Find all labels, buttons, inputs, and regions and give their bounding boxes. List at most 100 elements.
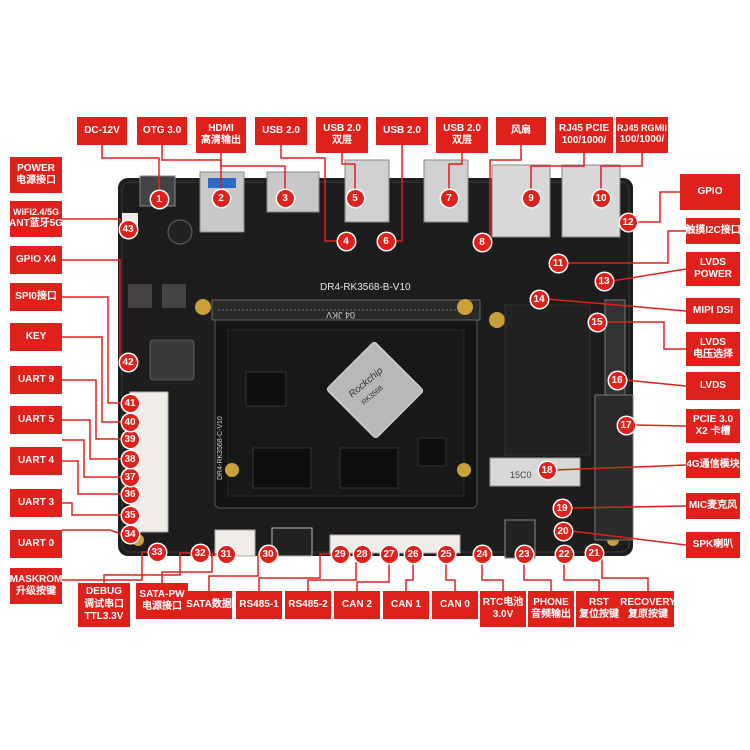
label-uart3: UART 3 [10,489,62,517]
label-rs4851: RS485-1 [236,591,282,619]
leader-line-32 [103,552,191,583]
label-line: CAN 2 [341,598,372,610]
leader-line-8 [489,145,522,242]
callout-number-35: 35 [121,506,139,524]
leader-line-1 [101,145,160,190]
silkscreen-core: DR4-RK3568-C-V10 [217,416,224,480]
label-line: 双层 [452,135,472,146]
label-uart9: UART 9 [10,366,62,394]
leader-line-19 [569,505,687,509]
hdmi-port [266,171,320,213]
sata-conn [271,527,313,557]
label-line: PHONE [533,596,569,608]
label-line: 3.0V [492,609,514,620]
label-usb20c: USB 2.0 [376,117,428,145]
label-line: MIPI DSI [692,304,733,316]
label-line: UART 4 [17,454,55,466]
leader-line-23 [523,562,552,591]
label-line: CAN 0 [439,598,470,610]
leader-line-18 [554,464,687,471]
label-line: SPI0接口 [15,290,57,302]
callout-number-3: 3 [276,189,294,207]
emmc-chip [245,371,287,407]
callout-number-34: 34 [121,525,139,543]
label-line: CAN 1 [390,598,421,610]
callout-number-26: 26 [404,545,422,563]
soc-chip [326,341,424,439]
callout-number-24: 24 [473,545,491,563]
label-dc12v: DC-12V [77,117,127,145]
module-mark: 04 JKV [326,310,355,320]
callout-number-31: 31 [217,545,235,563]
label-line: ANT蓝牙5G [9,218,63,230]
leader-line-20 [570,530,687,546]
leader-line-42 [62,259,121,362]
callout-number-21: 21 [585,544,603,562]
leader-line-27 [356,562,390,591]
label-line: UART 5 [17,413,55,425]
callout-number-29: 29 [331,545,349,563]
mount-hole [457,299,473,315]
rj45-1 [491,164,551,238]
label-line: RST [589,596,609,608]
label-line: PCIE 3.0 [692,413,734,425]
label-line: POWER [17,162,55,174]
label-line: DC-12V [84,124,120,136]
label-line: USB 2.0 [323,122,361,134]
label-uart4: UART 4 [10,447,62,475]
mount-hole [225,463,239,477]
label-otg30: OTG 3.0 [137,117,187,145]
label-line: 复位按键 [579,609,619,620]
label-line: UART 9 [17,373,55,385]
callout-number-14: 14 [530,290,548,308]
label-can2: CAN 2 [334,591,380,619]
label-lvds: LVDS [686,372,740,400]
label-line: SATA数据 [186,598,232,610]
label-line: SPK喇叭 [692,538,734,550]
label-can0: CAN 0 [432,591,478,619]
inductor-2 [162,284,186,308]
pmic-chip [417,437,447,467]
label-line: MIC麦克风 [688,499,738,511]
label-line: KEY [25,330,47,342]
leader-line-37 [62,439,121,478]
usb3-tongue [208,178,236,188]
label-line: 4G通信模块 [686,458,740,470]
label-line: OTG 3.0 [142,124,182,136]
leader-line-4 [280,145,338,242]
callout-number-39: 39 [121,430,139,448]
leader-line-5 [341,153,356,190]
callout-number-32: 32 [191,544,209,562]
callout-number-25: 25 [437,545,455,563]
label-line: 电压选择 [693,349,733,360]
label-line: LVDS [700,379,726,391]
callout-number-17: 17 [617,416,635,434]
leader-line-26 [405,562,414,591]
label-line: RJ45 PCIE [558,122,610,134]
label-line: DEBUG [85,586,123,598]
callout-number-16: 16 [608,371,626,389]
callout-number-22: 22 [555,545,573,563]
leader-line-12 [636,191,680,223]
callout-number-5: 5 [346,189,364,207]
label-line: 升级按键 [16,586,56,597]
leader-line-40 [62,336,121,423]
leader-line-11 [566,230,686,264]
label-touch: 触摸I2C接口 [685,218,741,244]
label-uart0: UART 0 [10,530,62,558]
label-line: 100/1000/ [619,134,665,146]
leader-line-9 [530,153,585,190]
label-line: WiFi2.4/5G [13,207,59,218]
label-line: 风扇 [511,124,531,136]
label-line: RTC电池 [482,596,524,608]
leader-line-24 [481,562,504,591]
label-line: UART 0 [17,537,55,549]
leader-line-13 [611,268,687,282]
callout-number-13: 13 [595,272,613,290]
wifi-module [149,339,195,381]
mount-hole [457,463,471,477]
label-line: SATA-PW [139,588,185,600]
